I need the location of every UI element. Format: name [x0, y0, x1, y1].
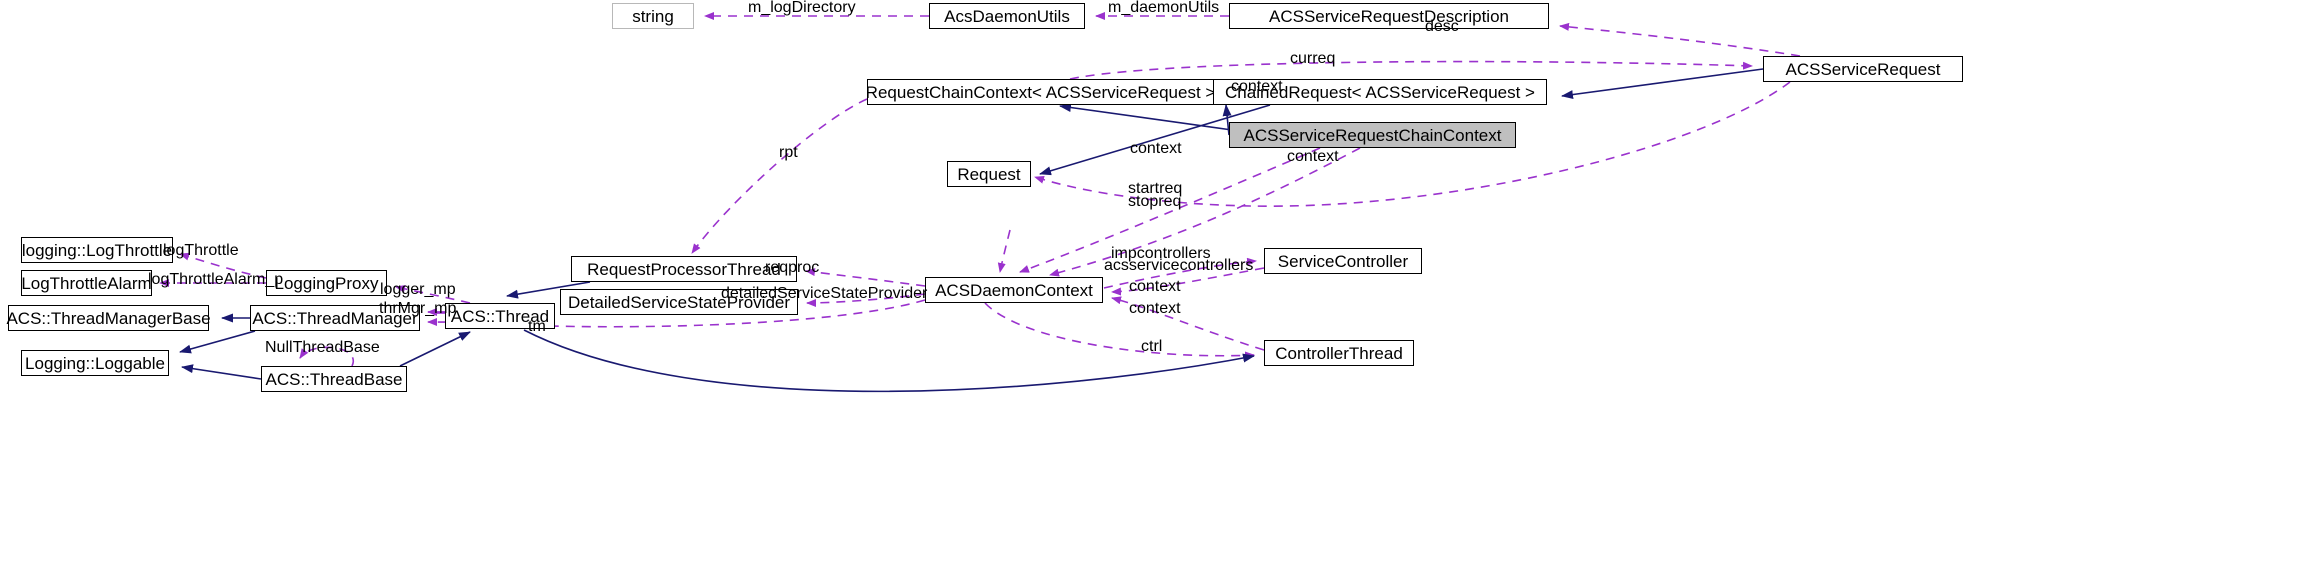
node-acsdaemonutils[interactable]: AcsDaemonUtils: [929, 3, 1085, 29]
edge-inh-chaincontext-rcc2: [1059, 103, 1233, 131]
edge-label-desc: desc: [1425, 18, 1459, 35]
node-label: ACS::ThreadManagerBase: [6, 308, 211, 328]
edge-label-logthrottlealarm-p: logThrottleAlarm_p: [148, 271, 284, 288]
node-label: RequestProcessorThread: [587, 259, 781, 279]
node-logthrottlealarm[interactable]: LogThrottleAlarm: [21, 270, 152, 296]
node-label: ACS::ThreadBase: [265, 369, 403, 389]
node-label: string: [632, 6, 674, 26]
edge-label-detailedservicestateprovider: detailedServiceStateProvider: [721, 285, 928, 302]
node-controllerthread[interactable]: ControllerThread: [1264, 340, 1414, 366]
node-requestprocessorthread[interactable]: RequestProcessorThread: [571, 256, 797, 282]
edge-inh-tbase-thread: [399, 331, 471, 367]
edge-label-context-chaincontext: context: [1130, 140, 1182, 157]
edge-label-nullthreadbase: NullThreadBase: [265, 339, 380, 356]
edge-inh-tbase-loggable: [181, 364, 262, 380]
edge-label-tm: tm: [528, 318, 546, 335]
node-detailedservicestateprovider[interactable]: DetailedServiceStateProvider: [560, 289, 798, 315]
edge-label-impcontrollers: impcontrollers: [1111, 245, 1211, 262]
node-chainedrequest[interactable]: ChainedRequest< ACSServiceRequest >: [1213, 79, 1547, 105]
node-label: ACSServiceRequest: [1785, 59, 1941, 79]
edge-label-ctrl: ctrl: [1141, 338, 1163, 355]
edge-label-context-lower: context: [1287, 148, 1339, 165]
node-string[interactable]: string: [612, 3, 694, 29]
node-label: Logging::Loggable: [25, 353, 165, 373]
node-acs-threadbase[interactable]: ACS::ThreadBase: [261, 366, 407, 392]
node-label: ACSServiceRequestDescription: [1269, 6, 1509, 26]
edge-rpt: [691, 98, 868, 254]
edge-desc: [1559, 22, 1801, 57]
edge-label-rpt: rpt: [779, 144, 798, 161]
edge-curreq: [1069, 60, 1753, 80]
node-servicecontroller[interactable]: ServiceController: [1264, 248, 1422, 274]
node-label: RequestChainContext< ACSServiceRequest >: [865, 82, 1216, 102]
node-label: DetailedServiceStateProvider: [567, 292, 791, 312]
node-label: ChainedRequest< ACSServiceRequest >: [1225, 82, 1535, 102]
node-label: AcsDaemonUtils: [944, 6, 1070, 26]
node-label: ACSDaemonContext: [935, 280, 1093, 300]
node-acs-threadmanager[interactable]: ACS::ThreadManager: [250, 305, 420, 331]
node-label: Request: [957, 164, 1021, 184]
node-label: ControllerThread: [1275, 343, 1403, 363]
node-label: ACS::ThreadManager: [252, 308, 418, 328]
edge-inh-tm-loggable: [179, 330, 256, 354]
edge-ctrl: [984, 302, 1255, 360]
edge-daemonctx-up: [997, 229, 1011, 273]
node-label: LogThrottleAlarm: [21, 273, 152, 293]
node-acsservicerequestchaincontext[interactable]: ACSServiceRequestChainContext: [1229, 122, 1516, 148]
node-label: ServiceController: [1277, 251, 1409, 271]
edge-label-logger-mp: logger_mp: [380, 281, 456, 298]
node-acs-threadmanagerbase[interactable]: ACS::ThreadManagerBase: [6, 305, 211, 331]
edge-label-thrmgr-mp: thrMgr_mp: [379, 300, 457, 317]
edge-label-stopreq: stopreq: [1128, 193, 1182, 210]
node-label: LoggingProxy: [274, 273, 379, 293]
edge-label-m-daemonutils: m_daemonUtils: [1108, 0, 1220, 16]
edge-label-m-logdirectory: m_logDirectory: [748, 0, 856, 16]
edge-inh-acsservicerequest-chainedrequest: [1561, 68, 1764, 99]
edge-label-reqproc: reqproc: [765, 259, 820, 276]
edge-label-logthrottle: logThrottle: [163, 242, 239, 259]
edge-label-acsservicecontrollers: acsservicecontrollers: [1104, 257, 1254, 274]
edge-label-curreq: curreq: [1290, 50, 1336, 67]
node-request[interactable]: Request: [947, 161, 1031, 187]
edge-label-startreq: startreq: [1128, 180, 1183, 197]
edge-label-context-servicecontroller: context: [1129, 278, 1181, 295]
edge-label-context-chained: context: [1231, 78, 1283, 95]
node-acs-thread[interactable]: ACS::Thread: [445, 303, 555, 329]
node-acsservicerequest[interactable]: ACSServiceRequest: [1763, 56, 1963, 82]
node-acsdaemoncontext[interactable]: ACSDaemonContext: [925, 277, 1103, 303]
edge-reqproc: [805, 268, 926, 287]
node-label: logging::LogThrottle: [21, 240, 173, 260]
node-logging-loggable[interactable]: Logging::Loggable: [21, 350, 169, 376]
node-label: ACSServiceRequestChainContext: [1243, 125, 1502, 145]
node-label: ACS::Thread: [450, 306, 550, 326]
node-acsservicerequestdescription[interactable]: ACSServiceRequestDescription: [1229, 3, 1549, 29]
edge-label-context-controllerthread: context: [1129, 300, 1181, 317]
node-logging-logthrottle[interactable]: logging::LogThrottle: [21, 237, 173, 263]
inheritance-edges: [179, 68, 1764, 393]
node-requestchaincontext[interactable]: RequestChainContext< ACSServiceRequest >: [865, 79, 1216, 105]
node-loggingproxy[interactable]: LoggingProxy: [266, 270, 387, 296]
